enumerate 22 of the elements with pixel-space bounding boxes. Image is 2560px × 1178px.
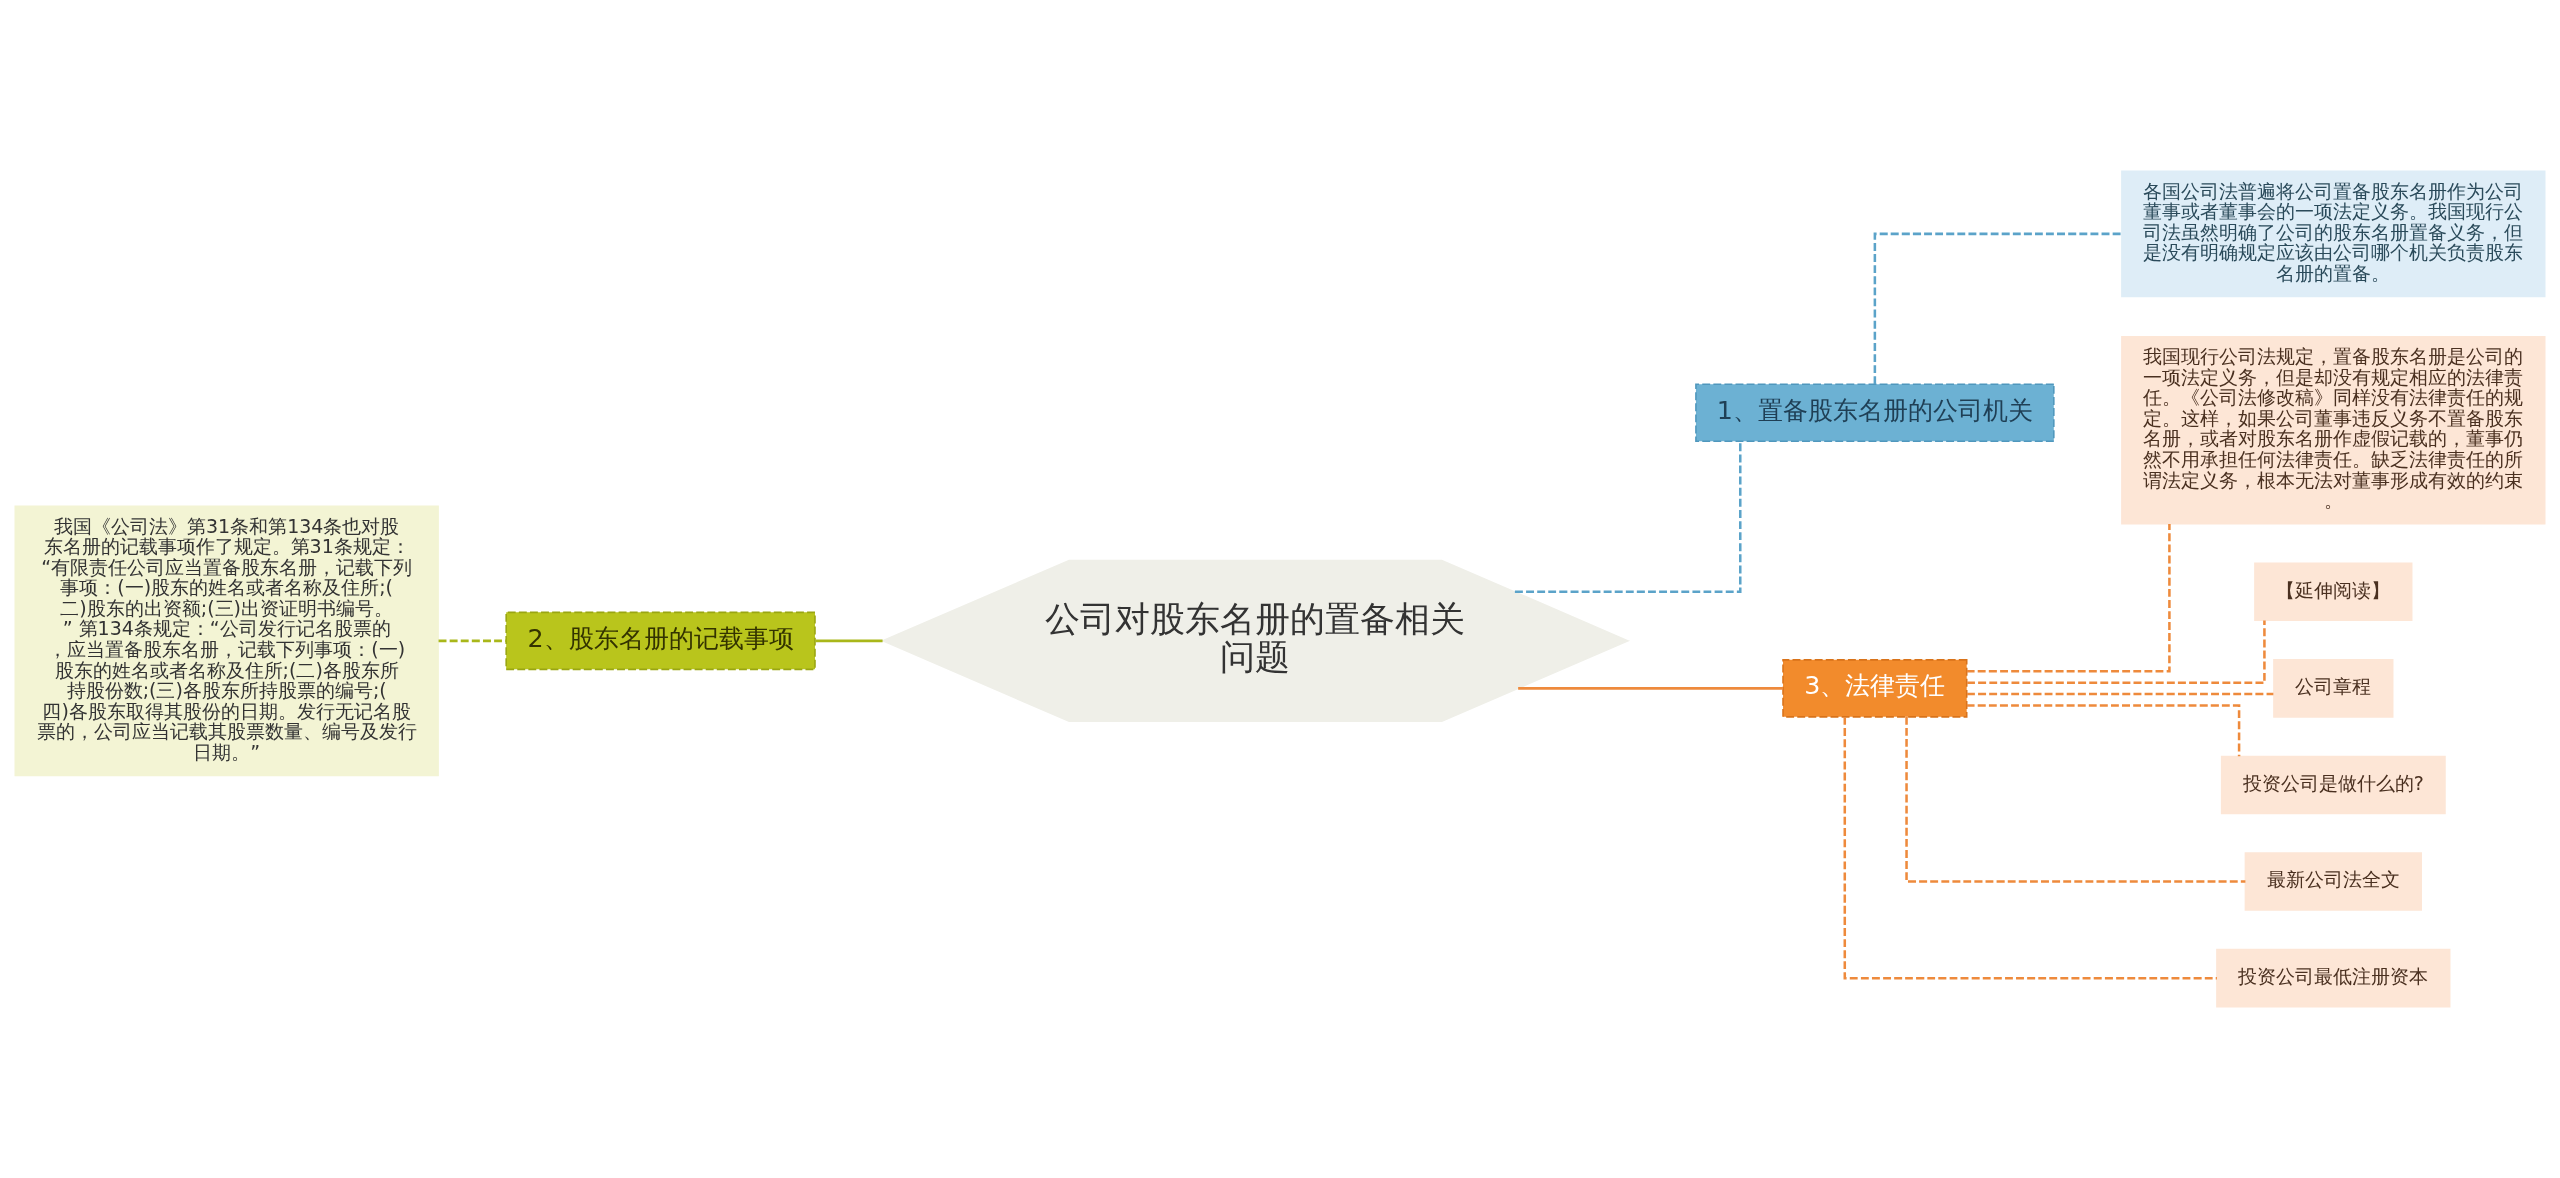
connector <box>1873 232 2122 385</box>
connector <box>1967 692 2274 696</box>
connector <box>1966 704 2241 757</box>
connector <box>1514 441 1742 594</box>
node-box: 公司章程 <box>2273 659 2394 718</box>
node-box: 1、置备股东名册的公司机关 <box>1695 383 2055 443</box>
connector <box>1843 717 2217 980</box>
node-box: 3、法律责任 <box>1782 659 1968 718</box>
node-box: 投资公司最低注册资本 <box>2216 948 2451 1008</box>
node-box: 投资公司是做什么的? <box>2220 755 2446 815</box>
connector <box>1905 716 2246 883</box>
node-box: 我国《公司法》第31条和第134条也对股东名册的记载事项作了规定。第31条规定：“有限责任公司应当置备股东名册，记载下列事项：(一)股东的姓名或者名称及住所;(二)股东的出资额;(三)出资证明书编号。” 第134条规定：“公司发行记名股票的，应当置备股东名册，记载下列事项：(一)股东的姓名或者名称及住所;(二)各股东所持股份数;(三)各股东所持股票的编号;(四)各股东取得其股份的日期。发行无记名股票的，公司应当记载其股票数量、编号及发行日期。” <box>14 505 439 777</box>
connector <box>815 639 883 643</box>
node-box: 【延伸阅读】 <box>2254 562 2413 622</box>
connector <box>1518 687 1783 690</box>
node-box: 我国现行公司法规定，置备股东名册是公司的一项法定义务，但是却没有规定相应的法律责任。《公司法修改稿》同样没有法律责任的规定。这样，如果公司董事违反义务不置备股东名册，或者对股东名册作虚假记载的，董事仍然不用承担任何法律责任。缺乏法律责任的所谓法定义务，根本无法对董事形成有效的约束。 <box>2121 336 2546 525</box>
node-box: 最新公司法全文 <box>2244 852 2422 911</box>
node-box: 2、股东名册的记载事项 <box>505 611 816 671</box>
connector <box>1966 524 2171 673</box>
connector <box>1967 620 2266 684</box>
node-box: 各国公司法普遍将公司置备股东名册作为公司董事或者董事会的一项法定义务。我国现行公司法虽然明确了公司的股东名册置备义务，但是没有明确规定应该由公司哪个机关负责股东名册的置备。 <box>2121 170 2546 298</box>
connector <box>438 639 507 643</box>
